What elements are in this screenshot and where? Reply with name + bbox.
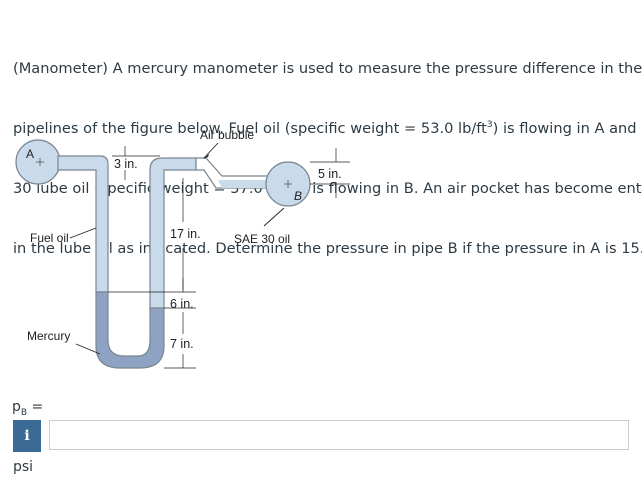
problem-line-1: (Manometer) A mercury manometer is used … [13, 60, 642, 77]
dimension-3in: 3 in. [114, 157, 138, 171]
dimension-5in: 5 in. [318, 167, 342, 181]
sae-oil-label: SAE 30 oil [234, 232, 290, 246]
air-bubble-label: Air bubble [200, 128, 254, 142]
mercury-label: Mercury [27, 329, 70, 343]
fuel-oil-label: Fuel oil [30, 231, 69, 245]
dimension-17in: 17 in. [170, 227, 201, 241]
answer-label: pB = [12, 399, 44, 418]
pipe-a-label: A [26, 147, 34, 161]
pipe-b-label: B [294, 189, 302, 203]
manometer-figure: A B Air bubble Fuel oil Mercury SAE 30 o… [15, 128, 350, 369]
pressure-b-input[interactable] [49, 420, 629, 450]
answer-row: i [13, 420, 629, 452]
problem-statement: (Manometer) A mercury manometer is used … [13, 19, 642, 279]
dimension-7in: 7 in. [170, 337, 194, 351]
info-icon[interactable]: i [13, 420, 41, 452]
unit-label: psi [13, 459, 34, 475]
problem-line-2: pipelines of the figure below. Fuel oil … [13, 120, 642, 137]
tube-right-vertical [149, 157, 197, 309]
dimension-6in: 6 in. [170, 297, 194, 311]
tube-left-horizontal [57, 155, 109, 293]
